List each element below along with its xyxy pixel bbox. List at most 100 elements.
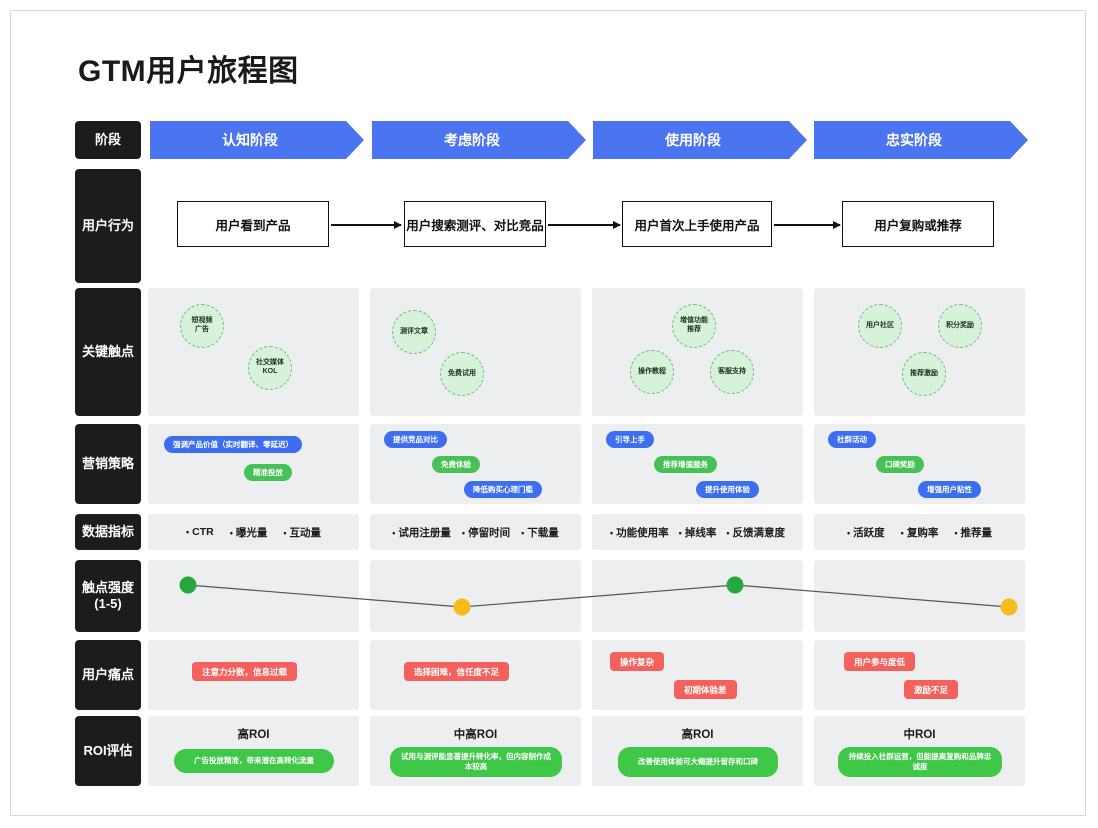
roi-panel-1: 高ROI 广告投放精准，带来潜在高转化流量	[148, 716, 359, 786]
metrics-panel-3: •功能使用率 •掉线率 •反馈满意度	[592, 514, 803, 550]
bullet-icon: •	[521, 527, 525, 538]
behavior-label-3: 用户首次上手使用产品	[634, 218, 760, 233]
pain-pill[interactable]: 用户参与度低	[844, 652, 916, 671]
strategy-pill[interactable]: 口碑奖励	[876, 456, 924, 473]
touchpoint-bubble[interactable]: 用户社区	[858, 304, 902, 348]
touchpoint-bubble[interactable]: 推荐激励	[902, 352, 946, 396]
strength-panel-3	[592, 560, 803, 632]
touchpoint-bubble[interactable]: 短视频 广告	[180, 304, 224, 348]
touchpoint-label-line1: 测评文章	[400, 327, 428, 335]
roi-level-text: 中高ROI	[453, 729, 498, 741]
metric-item: •停留时间	[462, 525, 510, 540]
stage-chevron-3[interactable]: 使用阶段	[593, 121, 807, 159]
strategy-label: 免费体验	[441, 460, 471, 469]
pain-label: 初期体验差	[684, 684, 727, 695]
roi-note-pill[interactable]: 改善使用体验可大幅提升留存和口碑	[618, 747, 778, 777]
touchpoint-label-line1: 增值功能	[680, 317, 708, 325]
touchpoint-label-line1: 社交媒体	[256, 359, 284, 367]
metric-label: 掉线率	[684, 526, 717, 539]
touchpoint-bubble[interactable]: 免费试用	[440, 352, 484, 396]
touchpoint-panel-2: 测评文章 免费试用	[370, 288, 581, 416]
pain-pill[interactable]: 操作复杂	[610, 652, 665, 671]
metric-item: •互动量	[283, 525, 321, 540]
strategy-label: 强调产品价值（实时翻译、零延迟）	[173, 440, 293, 449]
metric-label: 复购率	[906, 526, 939, 539]
bullet-icon: •	[678, 527, 682, 538]
strategy-pill[interactable]: 社群活动	[828, 431, 876, 448]
metric-item: •试用注册量	[392, 525, 451, 540]
metric-item: •曝光量	[230, 525, 268, 540]
behavior-box-4: 用户复购或推荐	[842, 201, 994, 247]
strategy-pill[interactable]: 免费体验	[432, 456, 480, 473]
touchpoint-bubble[interactable]: 测评文章	[392, 310, 436, 354]
touchpoint-bubble[interactable]: 积分奖励	[938, 304, 982, 348]
touchpoint-panel-1: 短视频 广告 社交媒体 KOL	[148, 288, 359, 416]
stage-chevron-label-3: 使用阶段	[665, 132, 721, 148]
metric-item: •活跃度	[847, 525, 885, 540]
roi-note: 广告投放精准，带来潜在高转化流量	[194, 755, 314, 765]
strategy-panel-3: 引导上手 推荐增值服务 提升使用体验	[592, 424, 803, 504]
metric-item: •推荐量	[954, 525, 992, 540]
strength-panel-2	[370, 560, 581, 632]
touchpoint-bubble[interactable]: 客服支持	[710, 350, 754, 394]
roi-level-text: 中ROI	[903, 729, 936, 741]
strength-node-4[interactable]	[1000, 598, 1018, 616]
strategy-pill[interactable]: 精准投放	[244, 464, 292, 481]
touchpoint-bubble[interactable]: 操作教程	[630, 350, 674, 394]
metric-label: 互动量	[289, 526, 322, 539]
strategy-panel-2: 提供竞品对比 免费体验 降低购买心理门槛	[370, 424, 581, 504]
touchpoint-bubble[interactable]: 增值功能 推荐	[672, 304, 716, 348]
row-label-strength: 触点强度 (1-5)	[75, 560, 141, 632]
strategy-label: 提供竞品对比	[393, 435, 438, 444]
page-title: GTM用户旅程图	[78, 55, 299, 88]
bullet-icon: •	[461, 527, 466, 538]
metric-label: 反馈满意度	[732, 526, 785, 539]
strategy-pill[interactable]: 提升使用体验	[696, 481, 759, 498]
pain-panel-3: 操作复杂 初期体验差	[592, 640, 803, 710]
row-label-behavior: 用户行为	[75, 169, 141, 283]
strength-node-2[interactable]	[453, 598, 471, 616]
roi-level: 中高ROI	[370, 726, 581, 742]
row-label-touchpoints: 关键触点	[75, 288, 141, 416]
pain-pill[interactable]: 初期体验差	[674, 680, 737, 699]
strategy-pill[interactable]: 推荐增值服务	[654, 456, 717, 473]
pain-pill[interactable]: 激励不足	[904, 680, 959, 699]
stage-chevron-1[interactable]: 认知阶段	[150, 121, 364, 159]
touchpoint-label-line1: 推荐激励	[910, 369, 938, 377]
roi-note-pill[interactable]: 持续投入社群运营，但能提高复购和品牌忠诚度	[838, 747, 1002, 777]
bullet-icon: •	[229, 527, 233, 538]
touchpoint-label-line1: 客服支持	[718, 367, 746, 375]
roi-note-pill[interactable]: 广告投放精准，带来潜在高转化流量	[174, 749, 334, 773]
strategy-pill[interactable]: 增强用户粘性	[918, 481, 981, 498]
bullet-icon: •	[392, 527, 396, 538]
bullet-icon: •	[283, 527, 287, 538]
stage-chevron-label-1: 认知阶段	[222, 132, 278, 148]
roi-level: 高ROI	[148, 726, 359, 742]
roi-level: 中ROI	[814, 726, 1025, 742]
strength-node-1[interactable]	[179, 576, 197, 594]
strategy-pill[interactable]: 引导上手	[606, 431, 654, 448]
row-label-strategy: 营销策略	[75, 424, 141, 504]
strategy-pill[interactable]: 强调产品价值（实时翻译、零延迟）	[164, 436, 302, 453]
strength-node-3[interactable]	[726, 576, 744, 594]
metric-label: 试用注册量	[398, 526, 451, 539]
strategy-pill[interactable]: 降低购买心理门槛	[464, 481, 542, 498]
strategy-label: 引导上手	[615, 435, 645, 444]
strategy-pill[interactable]: 提供竞品对比	[384, 431, 447, 448]
metrics-panel-2: •试用注册量 •停留时间 •下载量	[370, 514, 581, 550]
roi-level: 高ROI	[592, 726, 803, 742]
pain-panel-2: 选择困难，信任度不足	[370, 640, 581, 710]
stage-chevron-2[interactable]: 考虑阶段	[372, 121, 586, 159]
touchpoint-panel-4: 用户社区 积分奖励 推荐激励	[814, 288, 1025, 416]
metric-item: •功能使用率	[610, 525, 669, 540]
roi-note-pill[interactable]: 试用与测评能显著提升转化率，但内容制作成本较高	[390, 747, 562, 777]
pain-pill[interactable]: 选择困难，信任度不足	[404, 662, 510, 681]
stage-chevron-4[interactable]: 忠实阶段	[814, 121, 1028, 159]
pain-panel-4: 用户参与度低 激励不足	[814, 640, 1025, 710]
pain-pill[interactable]: 注意力分散，信息过载	[192, 662, 298, 681]
touchpoint-panel-3: 增值功能 推荐 操作教程 客服支持	[592, 288, 803, 416]
roi-note: 试用与测评能显著提升转化率，但内容制作成本较高	[401, 751, 551, 771]
row-label-strength-line1: 触点强度	[81, 579, 134, 595]
touchpoint-bubble[interactable]: 社交媒体 KOL	[248, 346, 292, 390]
